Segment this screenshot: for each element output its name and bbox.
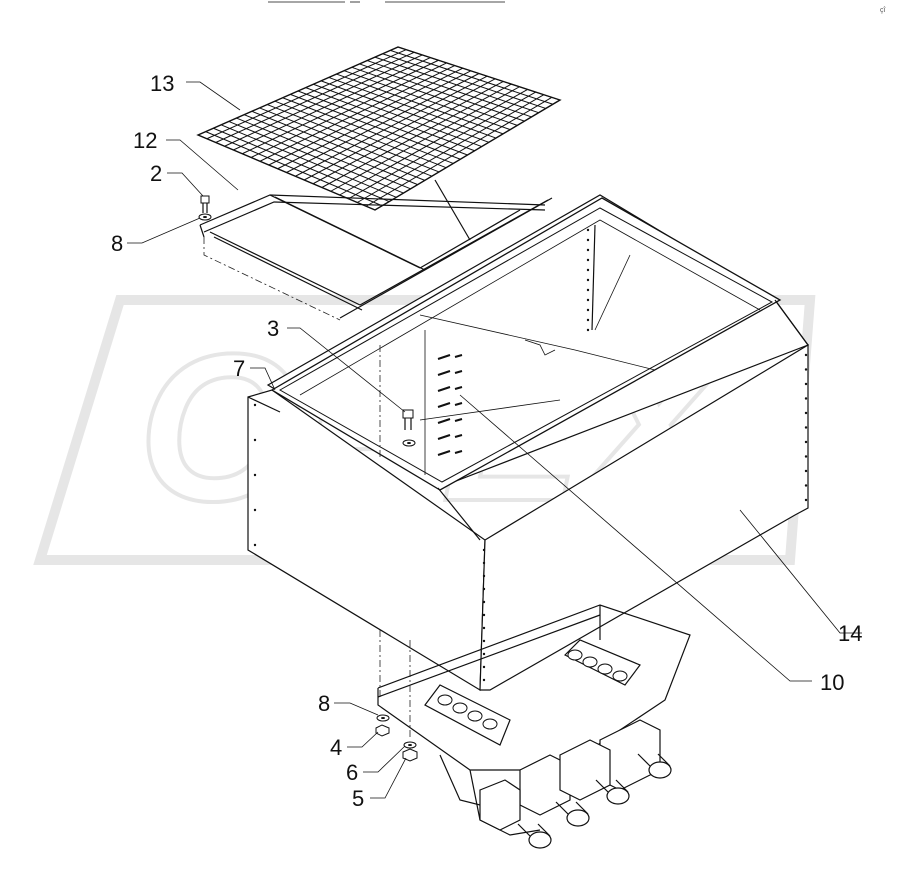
callout-13: 13 [150, 71, 174, 96]
leader-lines [127, 81, 862, 799]
washer-6 [403, 741, 417, 749]
washer-8-top [198, 213, 212, 221]
callout-8-top: 8 [111, 231, 123, 256]
callout-8-bottom: 8 [318, 691, 330, 716]
corner-mark: çî [880, 7, 887, 14]
callout-6: 6 [346, 760, 358, 785]
callout-4: 4 [330, 735, 342, 760]
bolt-2-top [200, 195, 210, 213]
nut-5 [402, 748, 418, 762]
callout-10: 10 [820, 670, 844, 695]
callout-labels: 13 12 2 8 3 7 14 10 8 4 6 5 [111, 71, 862, 811]
nut-4 [375, 724, 390, 737]
callout-7: 7 [233, 356, 245, 381]
bolt-3 [402, 409, 416, 447]
callout-3: 3 [267, 316, 279, 341]
callout-12: 12 [133, 128, 157, 153]
frame-part-12 [199, 179, 553, 321]
callout-2: 2 [150, 161, 162, 186]
mesh-grid-part-13 [196, 46, 562, 211]
base-mechanism [377, 604, 691, 849]
callout-14: 14 [838, 621, 862, 646]
callout-5: 5 [352, 786, 364, 811]
washer-8-bottom [376, 714, 390, 722]
